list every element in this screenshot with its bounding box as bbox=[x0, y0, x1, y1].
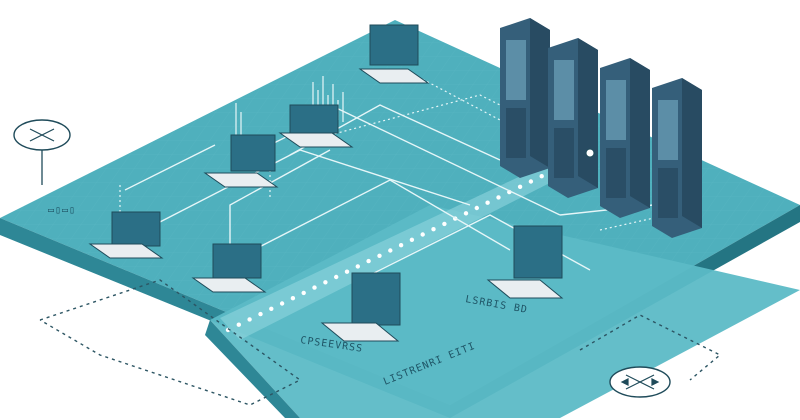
highway-dot bbox=[236, 322, 241, 327]
laptop-top bbox=[358, 24, 430, 84]
laptop-center bbox=[191, 243, 267, 293]
highway-dot bbox=[442, 221, 447, 227]
ground-outline-right bbox=[579, 314, 722, 381]
laptop-right bbox=[486, 225, 564, 299]
laptops bbox=[88, 24, 564, 342]
highway-dot bbox=[355, 264, 360, 269]
highway-dot bbox=[409, 237, 415, 242]
highway-dot bbox=[279, 301, 285, 306]
network-router-icon bbox=[620, 374, 660, 390]
highway-dot bbox=[269, 306, 274, 311]
server-racks bbox=[500, 18, 702, 238]
highway-dot bbox=[517, 184, 523, 189]
highway-dot bbox=[496, 195, 501, 200]
ground-outline-left bbox=[39, 279, 302, 406]
highway-dot bbox=[539, 174, 544, 179]
highway-dot bbox=[258, 311, 263, 317]
highway-dot bbox=[474, 205, 479, 211]
highway-dot bbox=[312, 285, 317, 290]
server-rack-3 bbox=[600, 58, 650, 218]
server-rack-4 bbox=[652, 78, 702, 238]
highway-dot bbox=[431, 227, 436, 232]
highway-dot bbox=[247, 317, 252, 322]
highway-dot bbox=[398, 243, 404, 248]
highway-dot bbox=[463, 211, 469, 216]
highway-dot bbox=[334, 274, 339, 280]
highway-dot bbox=[344, 269, 350, 274]
highway-dot bbox=[388, 248, 393, 253]
router-right bbox=[609, 366, 671, 398]
link-node bbox=[585, 148, 595, 158]
server-rack-2 bbox=[548, 38, 598, 198]
laptop-upper-mid bbox=[278, 104, 354, 148]
highway-dot bbox=[290, 296, 296, 301]
left-platform-label: ▭▯▭▯ bbox=[48, 205, 76, 216]
laptop-left-mid bbox=[203, 134, 279, 188]
highway-dot bbox=[301, 290, 306, 296]
highway-dot bbox=[377, 253, 382, 258]
highway-dot bbox=[323, 280, 328, 285]
server-rack-1 bbox=[500, 18, 550, 178]
highway-dot bbox=[366, 258, 371, 264]
router-left bbox=[13, 119, 71, 185]
highway-dot bbox=[485, 200, 490, 205]
network-router-icon bbox=[29, 128, 55, 142]
laptop-front bbox=[320, 272, 401, 342]
highway-dot bbox=[420, 232, 425, 237]
laptop-left bbox=[88, 211, 164, 259]
highway-dot bbox=[528, 179, 534, 184]
